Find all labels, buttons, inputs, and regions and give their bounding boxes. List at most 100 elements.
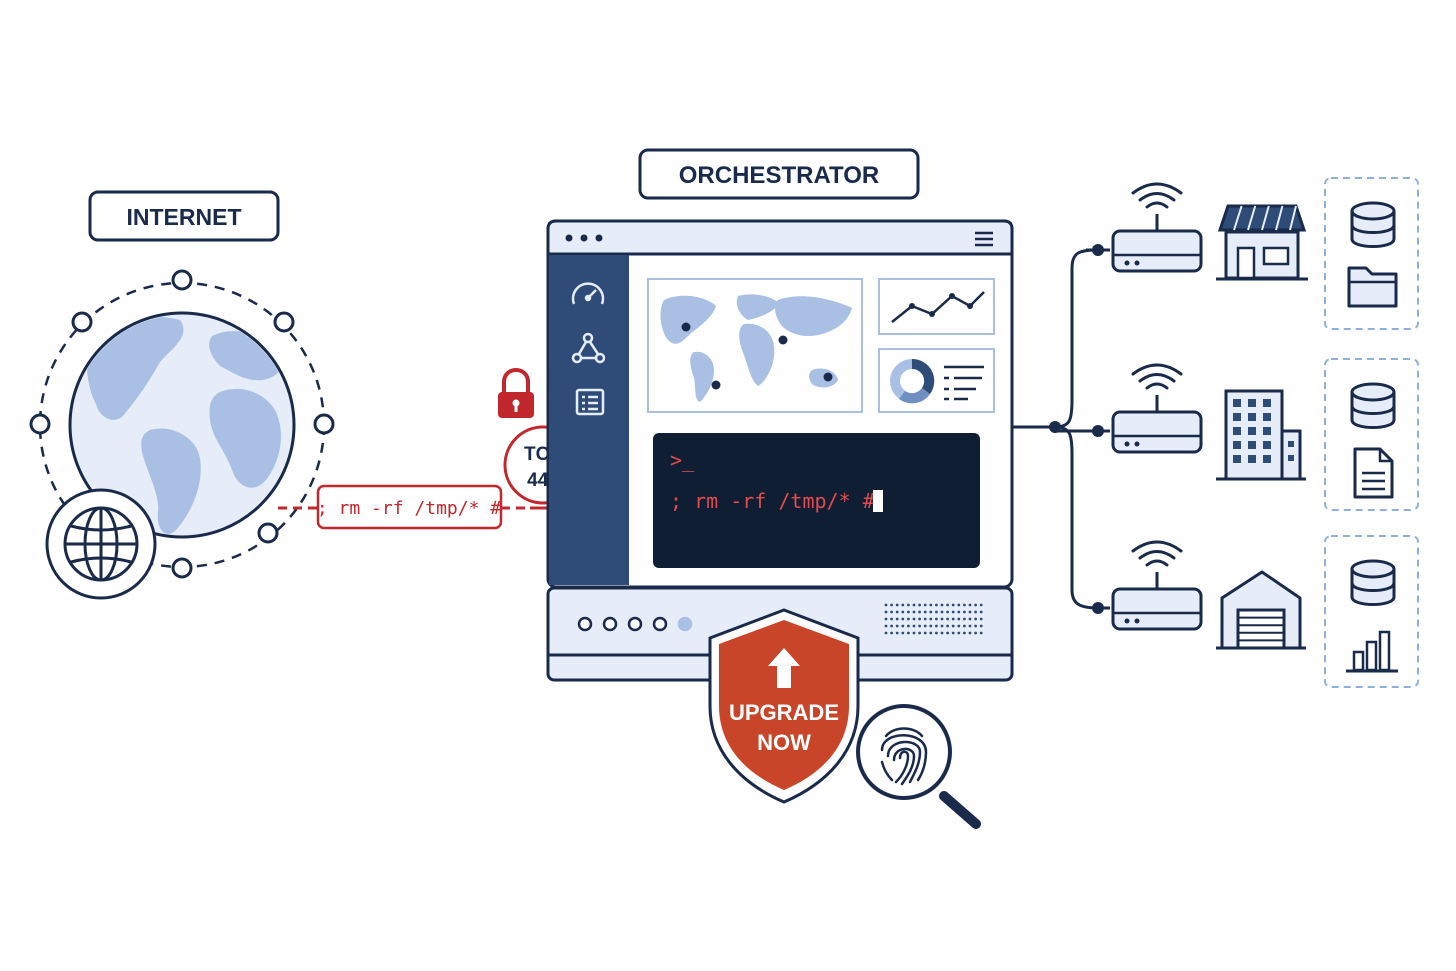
globe-icon bbox=[68, 311, 296, 539]
vent-hole bbox=[979, 617, 983, 621]
vent-hole bbox=[890, 631, 893, 635]
upgrade-shield-icon[interactable]: UPGRADE NOW bbox=[708, 608, 860, 804]
vent-hole bbox=[901, 610, 905, 614]
vent-hole bbox=[923, 603, 927, 607]
vent-hole bbox=[929, 624, 933, 628]
vent-grille bbox=[884, 603, 983, 635]
vent-hole bbox=[890, 603, 893, 607]
internet-label: INTERNET bbox=[127, 204, 242, 230]
branch-sites bbox=[1111, 177, 1419, 688]
vent-hole bbox=[940, 617, 944, 621]
wifi-icon bbox=[1131, 363, 1183, 390]
vent-hole bbox=[895, 617, 899, 621]
orbit-node bbox=[171, 269, 193, 291]
vent-hole bbox=[923, 624, 927, 628]
vent-hole bbox=[935, 617, 938, 621]
branch-site-row bbox=[1111, 177, 1419, 330]
vent-hole bbox=[918, 617, 921, 621]
vent-hole bbox=[929, 603, 933, 607]
vent-hole bbox=[946, 603, 949, 607]
orbit-node bbox=[29, 413, 51, 435]
vent-hole bbox=[884, 603, 888, 607]
vent-hole bbox=[974, 624, 977, 628]
line-chart-panel bbox=[878, 278, 995, 335]
warehouse-icon bbox=[1216, 570, 1306, 650]
vent-hole bbox=[912, 617, 916, 621]
padlock-icon bbox=[498, 368, 534, 418]
site-assets-box bbox=[1324, 177, 1419, 330]
internet-group: INTERNET bbox=[29, 190, 335, 600]
terminal-command: ; rm -rf /tmp/* # bbox=[670, 489, 875, 513]
fingerprint-icon bbox=[880, 727, 928, 786]
vent-hole bbox=[895, 610, 899, 614]
upgrade-arrow-icon bbox=[768, 648, 800, 688]
vent-hole bbox=[957, 624, 961, 628]
vent-hole bbox=[974, 631, 977, 635]
status-led bbox=[577, 616, 593, 632]
vent-hole bbox=[890, 624, 893, 628]
orbit-node bbox=[171, 557, 193, 579]
document-icon bbox=[1353, 447, 1394, 499]
database-icon bbox=[1350, 559, 1396, 606]
vent-hole bbox=[884, 610, 888, 614]
network-nodes-icon[interactable] bbox=[571, 332, 606, 364]
gauge-icon[interactable] bbox=[571, 282, 605, 305]
vent-hole bbox=[884, 617, 888, 621]
database-icon bbox=[1350, 382, 1396, 429]
vent-hole bbox=[923, 631, 927, 635]
vent-hole bbox=[935, 610, 938, 614]
vent-hole bbox=[901, 631, 905, 635]
www-globe-icon bbox=[45, 488, 157, 600]
vent-hole bbox=[929, 631, 933, 635]
vent-hole bbox=[963, 603, 966, 607]
vent-hole bbox=[901, 617, 905, 621]
vent-hole bbox=[912, 624, 916, 628]
status-led bbox=[677, 616, 693, 632]
orbit-node bbox=[273, 311, 295, 333]
vent-hole bbox=[957, 610, 961, 614]
network-junctions bbox=[1049, 244, 1104, 614]
line-chart-icon bbox=[891, 291, 985, 323]
vent-hole bbox=[963, 617, 966, 621]
vent-hole bbox=[907, 624, 910, 628]
list-icon[interactable] bbox=[575, 388, 605, 416]
branch-site-row bbox=[1111, 535, 1419, 688]
vent-hole bbox=[940, 631, 944, 635]
vent-hole bbox=[935, 631, 938, 635]
donut-chart-icon bbox=[890, 358, 935, 404]
vent-hole bbox=[940, 610, 944, 614]
vent-hole bbox=[907, 603, 910, 607]
map-marker bbox=[778, 335, 788, 345]
status-led bbox=[627, 616, 643, 632]
vent-hole bbox=[918, 631, 921, 635]
map-marker bbox=[711, 380, 721, 390]
vent-hole bbox=[957, 603, 961, 607]
vent-hole bbox=[895, 624, 899, 628]
map-marker bbox=[823, 372, 833, 382]
map-markers bbox=[681, 322, 833, 390]
vent-hole bbox=[946, 624, 949, 628]
vent-hole bbox=[935, 603, 938, 607]
terminal-panel[interactable] bbox=[653, 433, 980, 568]
vent-hole bbox=[957, 631, 961, 635]
terminal-cursor bbox=[873, 490, 883, 512]
vent-hole bbox=[951, 631, 955, 635]
vent-hole bbox=[912, 603, 916, 607]
vent-hole bbox=[979, 624, 983, 628]
orbit-node bbox=[313, 413, 335, 435]
branch-site-row bbox=[1111, 358, 1419, 511]
vent-hole bbox=[968, 617, 972, 621]
orbit-node bbox=[71, 311, 93, 333]
vent-hole bbox=[946, 631, 949, 635]
wifi-icon bbox=[1131, 540, 1183, 567]
map-marker bbox=[681, 322, 691, 332]
hamburger-menu-icon[interactable] bbox=[975, 231, 993, 247]
orbit-node bbox=[257, 522, 279, 544]
vent-hole bbox=[895, 631, 899, 635]
vent-hole bbox=[907, 610, 910, 614]
site-assets-box bbox=[1324, 535, 1419, 688]
vent-hole bbox=[968, 631, 972, 635]
vent-hole bbox=[940, 603, 944, 607]
vent-hole bbox=[951, 624, 955, 628]
